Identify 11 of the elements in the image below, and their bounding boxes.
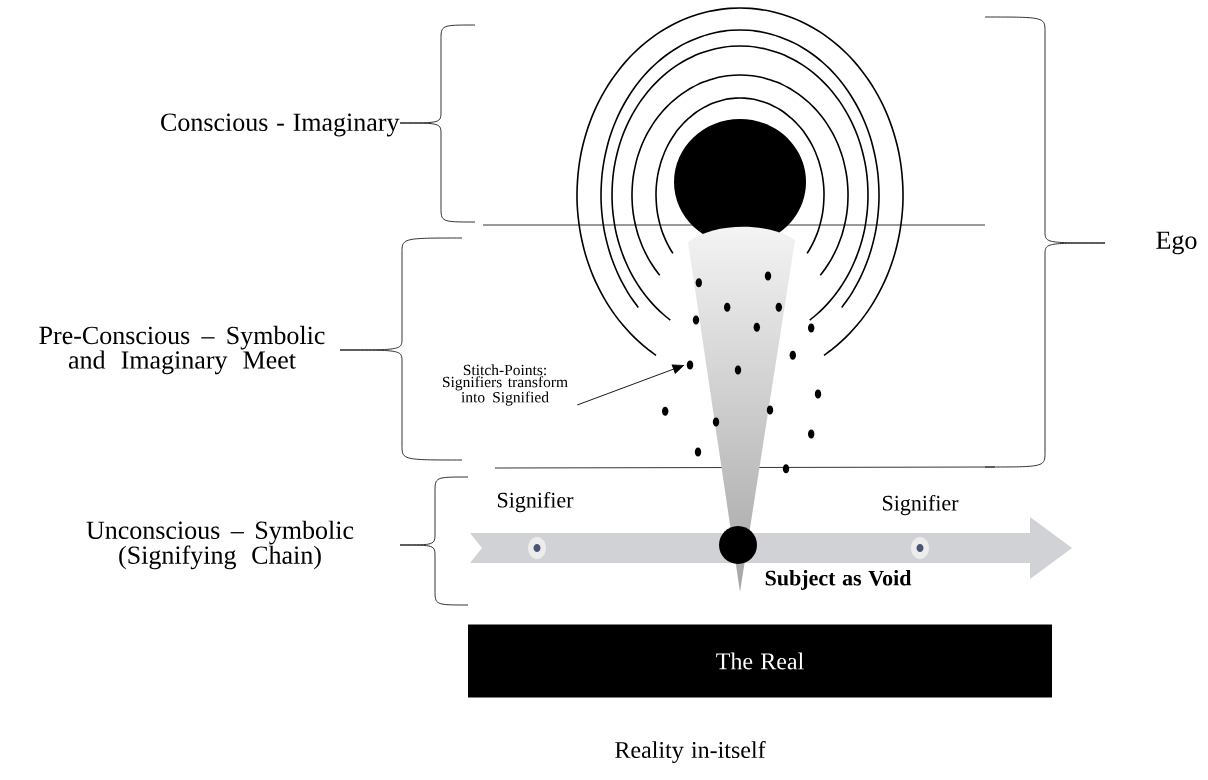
signifier-label: Signifier — [498, 491, 574, 513]
signifier-label: Signifier — [883, 494, 959, 516]
arrow — [576, 364, 684, 406]
real-bar: The Real — [468, 624, 1052, 698]
caption-text: Reality in-itself — [615, 741, 766, 764]
layer-label: Conscious - Imaginary — [161, 113, 400, 137]
layer-label: Pre-Conscious – Symbolic and Imaginary Meet — [39, 325, 325, 375]
layer-label: Unconscious – Symbolic (Signifying Chain) — [86, 520, 354, 570]
void-label: Subject as Void — [765, 570, 912, 590]
annotation-text: Stitch-Points: Signifiers transform into Signified — [443, 364, 568, 406]
ego-label: Ego — [1156, 231, 1197, 255]
